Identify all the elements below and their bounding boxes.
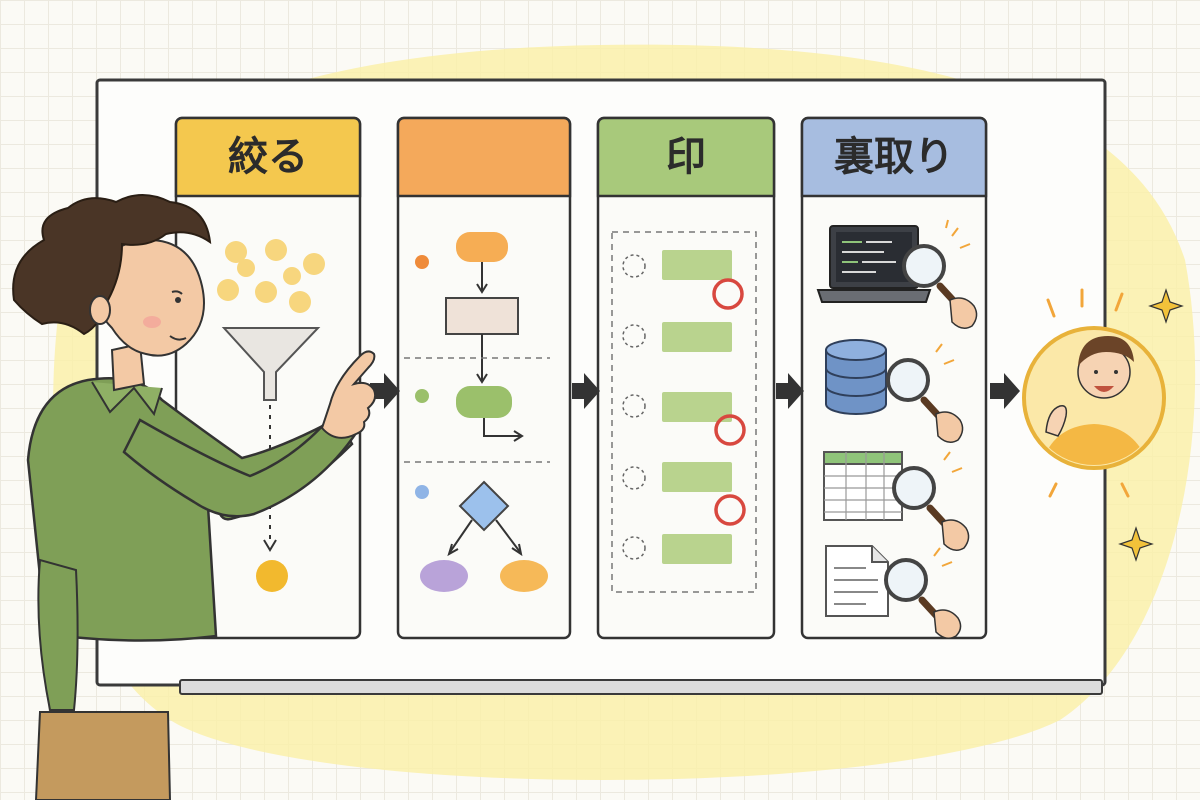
sparkle-icon	[1118, 526, 1154, 562]
spreadsheet-icon	[823, 451, 903, 521]
step-title-mark: 印	[666, 134, 706, 180]
laptop-icon	[816, 225, 932, 303]
step-header-organize	[396, 116, 572, 198]
presenter-person	[12, 194, 377, 800]
arrow-right-icon	[572, 373, 600, 409]
step-title-narrow: 絞る	[228, 134, 308, 180]
step-header-mark	[596, 116, 776, 198]
funnel-icon	[217, 239, 325, 592]
step-card-organize	[396, 116, 572, 640]
flow-arrows	[370, 373, 1020, 409]
step-title-verify: 裏取り	[834, 134, 954, 180]
happy-person-avatar	[1022, 288, 1184, 562]
arrow-right-icon	[776, 373, 804, 409]
sparkle-icon	[1148, 288, 1184, 324]
step-header-verify	[800, 116, 988, 198]
document-icon	[825, 545, 889, 617]
arrow-right-icon	[370, 373, 400, 409]
magnifier-icon	[884, 219, 978, 639]
checklist-icon	[611, 231, 757, 593]
arrow-right-icon	[990, 373, 1020, 409]
step-card-mark: 印	[596, 116, 776, 640]
database-icon	[825, 339, 887, 415]
step-card-verify: 裏取り	[800, 116, 988, 640]
step-header-narrow	[174, 116, 362, 198]
flowchart-icon	[404, 232, 550, 592]
